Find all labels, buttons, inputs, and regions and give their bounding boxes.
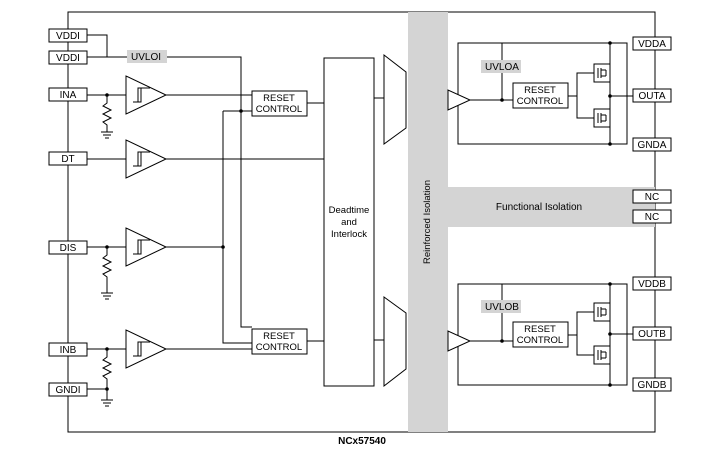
svg-text:DT: DT [61, 154, 74, 165]
svg-text:INA: INA [60, 90, 77, 101]
reset-control-a: RESET CONTROL [251, 90, 308, 117]
pulldown-resistor-ina [101, 93, 113, 139]
svg-text:OUTA: OUTA [638, 91, 665, 102]
output-a-buffer [447, 89, 472, 111]
svg-text:CONTROL: CONTROL [517, 96, 563, 107]
svg-text:VDDI: VDDI [56, 53, 80, 64]
output-a-section [457, 42, 628, 145]
reset-control-output-b: RESET CONTROL [512, 321, 569, 348]
output-a-power-wires [609, 43, 633, 144]
output-b-power-wires [609, 284, 633, 385]
pin-vddi-2: VDDI [48, 50, 88, 65]
svg-text:GNDB: GNDB [638, 380, 667, 391]
reset-control-output-a: RESET CONTROL [512, 82, 569, 109]
schmitt-buffer-inb [125, 329, 168, 369]
pin-vdda: VDDA [632, 36, 672, 51]
output-b-gate-wires [568, 311, 594, 356]
pin-gnda: GNDA [632, 137, 672, 152]
isolation-tx-b [383, 296, 407, 388]
svg-text:RESET: RESET [263, 331, 295, 342]
uvlob-label-box [481, 300, 521, 313]
schmitt-buffer-dis [125, 227, 168, 267]
svg-text:RESET: RESET [524, 85, 556, 96]
svg-text:VDDB: VDDB [638, 279, 666, 290]
schmitt-buffer-dt [125, 139, 168, 179]
schmitt-buffer-ina [125, 75, 168, 115]
pin-ina: INA [48, 87, 88, 102]
part-name: NCx57540 [338, 436, 386, 447]
uvloa-label: UVLOA [485, 62, 519, 73]
svg-text:VDDA: VDDA [638, 39, 666, 50]
pin-dis: DIS [48, 240, 88, 255]
isolation-tx-a [383, 53, 407, 145]
pin-outa: OUTA [632, 88, 672, 103]
vddi-wire [87, 34, 242, 95]
svg-text:RESET: RESET [263, 93, 295, 104]
uvlob-label: UVLOB [485, 302, 519, 313]
svg-text:NC: NC [645, 212, 659, 223]
svg-text:VDDI: VDDI [56, 31, 80, 42]
uvloi-label: UVLOI [131, 52, 161, 63]
output-b-low-side-mosfet [593, 345, 611, 365]
functional-isolation-label: Functional Isolation [496, 202, 582, 213]
svg-text:CONTROL: CONTROL [256, 342, 302, 353]
output-b-high-side-mosfet [593, 302, 611, 322]
svg-text:GNDI: GNDI [56, 385, 81, 396]
output-a-high-side-mosfet [593, 63, 611, 83]
pulldown-resistor-inb [101, 347, 113, 407]
pin-nc-1: NC [632, 189, 672, 204]
pin-vddb: VDDB [632, 276, 672, 291]
reinforced-isolation-label: Reinforced Isolation [422, 180, 433, 264]
dis-distribution-wire [222, 110, 252, 344]
pulldown-resistor-dis [101, 245, 113, 300]
output-b-buffer [447, 330, 472, 352]
svg-text:NC: NC [645, 192, 659, 203]
reset-to-deadtime-wires [307, 102, 324, 342]
pin-outb: OUTB [632, 326, 672, 341]
svg-text:CONTROL: CONTROL [256, 104, 302, 115]
svg-text:CONTROL: CONTROL [517, 335, 563, 346]
deadtime-interlock-block: Deadtime and Interlock [323, 57, 375, 387]
pin-dt: DT [48, 151, 88, 166]
reset-control-b: RESET CONTROL [251, 328, 308, 355]
uvloa-label-box [481, 60, 521, 73]
pin-inb: INB [48, 342, 88, 357]
svg-text:RESET: RESET [524, 324, 556, 335]
svg-text:Interlock: Interlock [331, 229, 367, 240]
svg-text:DIS: DIS [60, 243, 77, 254]
deadtime-to-tx-wires [374, 97, 384, 341]
svg-text:INB: INB [60, 345, 77, 356]
functional-isolation-barrier [448, 187, 655, 227]
uvloi-label-box [127, 50, 167, 63]
uvlo-distribution-wire [240, 95, 252, 328]
pin-nc-2: NC [632, 209, 672, 224]
output-a-low-side-mosfet [593, 108, 611, 128]
reinforced-isolation-barrier [408, 12, 448, 432]
pin-gndb: GNDB [632, 377, 672, 392]
pin-gndi: GNDI [48, 382, 88, 397]
svg-text:and: and [341, 217, 357, 228]
svg-text:GNDA: GNDA [638, 140, 667, 151]
pin-vddi-1: VDDI [48, 28, 88, 43]
svg-text:Deadtime: Deadtime [329, 205, 370, 216]
svg-text:OUTB: OUTB [638, 329, 666, 340]
output-a-gate-wires [568, 72, 594, 119]
